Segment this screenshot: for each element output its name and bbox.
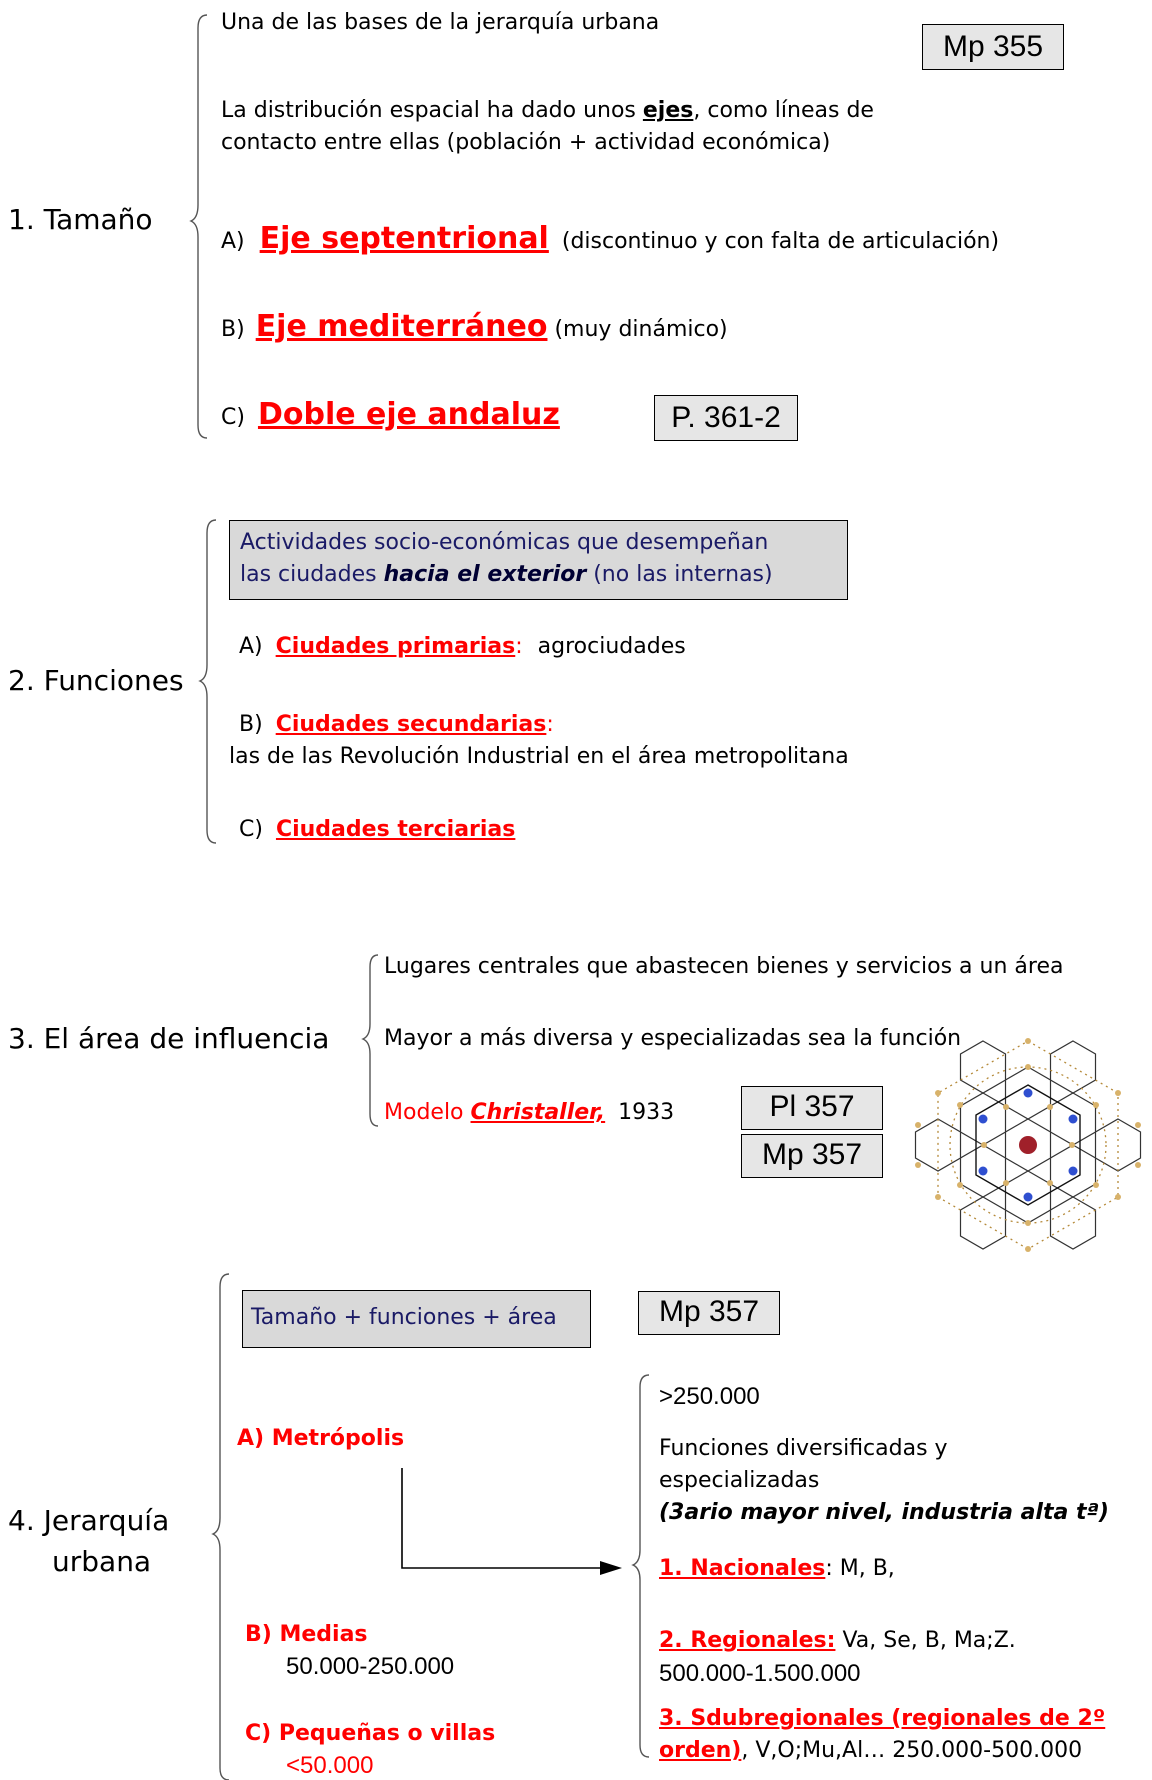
box-line2: las ciudades hacia el exterior (no las i… [240,559,837,591]
section-3-model: Modelo Christaller, 1933 [384,1100,674,1125]
subregionales-note: , V,O;Mu,Al… 250.000-500.000 [741,1738,1083,1763]
item-1b-letter: B) [221,317,245,342]
item-1a: A) Eje septentrional (discontinuo y con … [221,221,999,256]
item-2a-colon: : [515,634,523,659]
regionales-range: 500.000-1.500.000 [659,1660,861,1687]
section-3-line1: Lugares centrales que abastecen bienes y… [384,954,1064,979]
brace-4 [211,1273,230,1780]
item-1c-letter: C) [221,405,245,430]
item-2a-title: Ciudades primarias [275,634,516,659]
reference-tag-mp355: Mp 355 [922,24,1064,70]
dist-post: , como líneas de [693,98,874,123]
medias-title: B) Medias [245,1622,368,1647]
brace-3 [361,954,379,1127]
item-2b-colon: : [546,712,554,737]
brace-1 [189,14,208,439]
section-2-heading: 2. Funciones [8,664,184,697]
item-1a-note: (discontinuo y con falta de articulación… [561,229,1000,254]
section-1-line1: Una de las bases de la jerarquía urbana [221,10,660,35]
section-4-heading-line1: 4. Jerarquía [8,1504,170,1537]
item-2b-note: las de las Revolución Industrial en el á… [229,744,849,769]
brace-2 [198,519,217,844]
section-4-formula-box: Tamaño + funciones + área [242,1290,591,1348]
model-name: Christaller, [470,1100,606,1125]
box-line2-post: (no las internas) [586,562,773,587]
box-line2-pre: las ciudades [240,562,384,587]
reference-tag-p361: P. 361-2 [654,395,798,441]
section-2-definition-box: Actividades socio-económicas que desempe… [229,520,848,600]
item-1c: C) Doble eje andaluz [221,397,560,432]
item-1b-title: Eje mediterráneo [255,309,548,344]
arrow-connector [401,1468,600,1569]
section-3-heading: 3. El área de influencia [8,1022,330,1055]
subregionales-row-2: orden), V,O;Mu,Al… 250.000-500.000 [659,1738,1082,1763]
brace-5 [631,1374,650,1758]
box-line1: Actividades socio-económicas que desempe… [240,530,769,555]
item-2a-note: agrociudades [537,634,686,659]
item-2a: A) Ciudades primarias: agrociudades [239,634,686,659]
subregionales-row-1: 3. Sdubregionales (regionales de 2º [659,1706,1105,1731]
dist-bold: ejes [642,98,694,123]
regionales-title: 2. Regionales: [659,1628,836,1653]
nacionales-row: 1. Nacionales: M, B, [659,1556,895,1581]
model-year: 1933 [618,1100,675,1125]
subregionales-title-a: 3. Sdubregionales (regionales de 2º [659,1706,1106,1731]
pequenas-title: C) Pequeñas o villas [245,1721,496,1746]
christaller-hexagon-diagram [914,1038,1142,1252]
item-1a-title: Eje septentrional [259,221,549,256]
item-2c-letter: C) [239,817,263,842]
regionales-row: 2. Regionales: Va, Se, B, Ma;Z. [659,1628,1016,1653]
item-2c-title: Ciudades terciarias [275,817,516,842]
item-1b: B) Eje mediterráneo (muy dinámico) [221,309,728,344]
nacionales-note: : M, B, [825,1556,895,1581]
section-1-distribution: La distribución espacial ha dado unos ej… [221,98,874,123]
item-2b-letter: B) [239,712,263,737]
metropolis-functions-3: (3ario mayor nivel, industria alta tª) [659,1500,1109,1525]
item-1b-note: (muy dinámico) [554,317,728,342]
metropolis-functions-1: Funciones diversificadas y [659,1436,948,1461]
section-3-line2: Mayor a más diversa y especializadas sea… [384,1026,962,1051]
metropolis-population: >250.000 [659,1383,760,1410]
reference-tag-mp357-a: Mp 357 [741,1134,883,1178]
item-2a-letter: A) [239,634,263,659]
pequenas-range: <50.000 [286,1752,374,1779]
item-2b: B) Ciudades secundarias: [239,712,554,737]
dist-pre: La distribución espacial ha dado unos [221,98,643,123]
item-1c-title: Doble eje andaluz [257,397,560,432]
reference-tag-pl357: Pl 357 [741,1086,883,1130]
item-2c: C) Ciudades terciarias [239,817,515,842]
metropolis-title: A) Metrópolis [237,1426,405,1451]
section-1-heading: 1. Tamaño [8,203,153,236]
nacionales-title: 1. Nacionales [659,1556,826,1581]
item-1a-letter: A) [221,229,245,254]
section-1-distribution-line2: contacto entre ellas (población + activi… [221,130,831,155]
reference-tag-mp357-b: Mp 357 [638,1291,780,1335]
subregionales-title-b: orden) [659,1738,742,1763]
section-4-heading-line2: urbana [52,1545,152,1578]
metropolis-functions-2: especializadas [659,1468,820,1493]
box-line2-em: hacia el exterior [383,562,587,587]
medias-range: 50.000-250.000 [286,1653,455,1680]
item-2b-title: Ciudades secundarias [275,712,547,737]
model-pre: Modelo [384,1100,471,1125]
regionales-note: Va, Se, B, Ma;Z. [835,1628,1016,1653]
